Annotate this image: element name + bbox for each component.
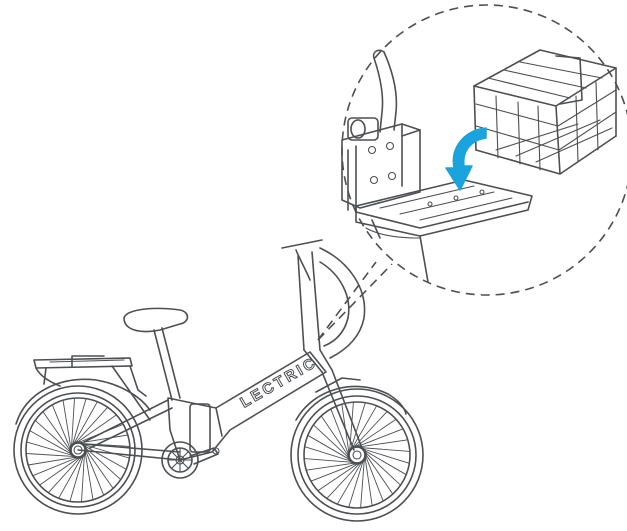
saddle [123,307,189,333]
curved-arrow-icon [445,127,487,191]
crankset [161,441,220,479]
spoke [83,445,105,496]
frame: LECTRIC [167,351,327,461]
spoke [70,401,98,449]
spoke [81,448,86,502]
spoke [69,449,86,502]
chain-stay [77,449,181,461]
spoke [26,453,80,458]
spoke [70,398,75,452]
seat-stay [83,399,169,443]
spoke [32,455,83,477]
spoke [26,441,79,458]
rear-wheel [13,385,143,515]
front-fender [295,385,407,421]
detail-callout [341,4,627,296]
spoke [77,442,130,459]
rear-fender [15,378,151,425]
spoke [320,415,353,462]
spoke [42,411,74,456]
spoke [358,446,407,476]
spoke [313,424,354,463]
spoke [349,411,388,452]
front-wheel [290,388,424,522]
spoke [34,420,76,457]
spoke [70,398,87,451]
spoke [353,439,408,449]
spoke [348,454,366,508]
spoke [363,451,373,506]
spoke [336,456,366,505]
spoke [356,446,410,464]
spoke [306,461,361,471]
spoke [62,400,73,454]
spoke [350,418,397,451]
spoke [360,447,401,486]
spoke [83,446,94,500]
front-spokes [304,402,410,508]
spoke [51,404,73,455]
spoke [310,460,363,482]
spoke [72,414,117,446]
spoke [360,453,366,508]
spoke [355,446,410,452]
spoke [29,430,77,458]
spoke [80,443,122,480]
fork [321,371,355,451]
spoke [28,455,82,466]
bike: LECTRIC [13,239,424,522]
spoke [317,459,364,492]
spoke [362,449,384,502]
spoke [58,451,86,499]
rear-spokes [26,398,130,502]
callout-leader-lines [317,261,393,341]
front-bracket [341,123,421,213]
spoke [348,405,378,454]
spoke [48,452,85,494]
basket [473,49,617,175]
spoke [304,446,358,464]
spoke [348,402,354,457]
spoke [39,454,84,486]
callout-circle [341,4,627,296]
spoke [330,408,352,461]
spoke [361,448,394,495]
spoke [304,458,359,464]
spoke [79,442,127,470]
spoke [71,406,108,448]
handlebar-stem [347,49,398,141]
front-rack-platform [355,179,533,283]
stem [281,239,366,373]
spoke [307,434,356,464]
seat [123,307,189,401]
spoke [326,458,365,499]
spoke [82,444,114,489]
